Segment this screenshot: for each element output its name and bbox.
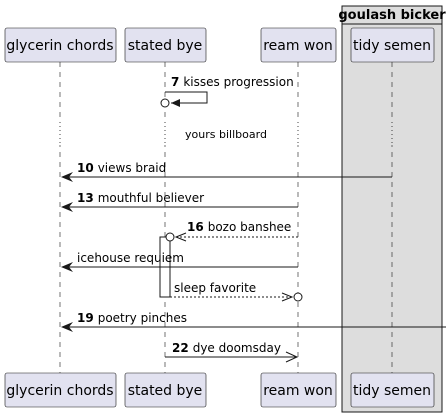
participant-label: ream won [263,383,333,399]
message-7-kisses-progression: 7 kisses progression [160,75,294,108]
participant-bottom-glycerin-chords[interactable]: glycerin chords [4,372,117,408]
participant-label: tidy semen [353,383,431,399]
message-icehouse-requiem: icehouse requiem [61,251,298,272]
message-label: mouthful believer [98,191,204,205]
participant-top-stated-bye[interactable]: stated bye [124,27,207,63]
message-sleep-favorite: sleep favorite [170,281,303,302]
message-19-poetry-pinches: 19 poetry pinches [61,311,446,332]
message-label: views braid [98,161,167,175]
message-16-bozo-banshee: 16 bozo banshee [165,220,298,242]
participant-top-tidy-semen[interactable]: tidy semen [350,27,435,63]
message-number: 10 [77,161,94,175]
participant-bottom-tidy-semen[interactable]: tidy semen [350,372,435,408]
message-10-views-braid: 10 views braid [61,161,392,182]
message-number: 22 [172,341,189,355]
message-number: 16 [187,220,204,234]
participant-label: glycerin chords [6,38,113,54]
participant-label: stated bye [128,383,203,399]
participant-label: stated bye [128,38,203,54]
message-label: sleep favorite [174,281,256,295]
participant-label: ream won [263,38,333,54]
participant-top-ream-won[interactable]: ream won [260,27,337,63]
message-label: dye doomsday [193,341,281,355]
message-number: 13 [77,191,94,205]
divider-yours-billboard: yours billboard [58,122,394,145]
message-label: bozo banshee [208,220,292,234]
message-22-dye-doomsday: 22 dye doomsday [165,341,299,363]
message-number: 19 [77,311,94,325]
message-13-mouthful-believer: 13 mouthful believer [61,191,298,212]
message-label: icehouse requiem [77,251,184,265]
message-label: kisses progression [183,75,293,89]
message-number: 7 [171,75,179,89]
divider-label: yours billboard [185,128,267,141]
participant-label: tidy semen [353,38,431,54]
participant-bottom-stated-bye[interactable]: stated bye [124,372,207,408]
group-box-title: goulash bicker [338,8,446,23]
participant-top-glycerin-chords[interactable]: glycerin chords [4,27,117,63]
message-label: poetry pinches [98,311,187,325]
participant-bottom-ream-won[interactable]: ream won [260,372,337,408]
participant-label: glycerin chords [6,383,113,399]
